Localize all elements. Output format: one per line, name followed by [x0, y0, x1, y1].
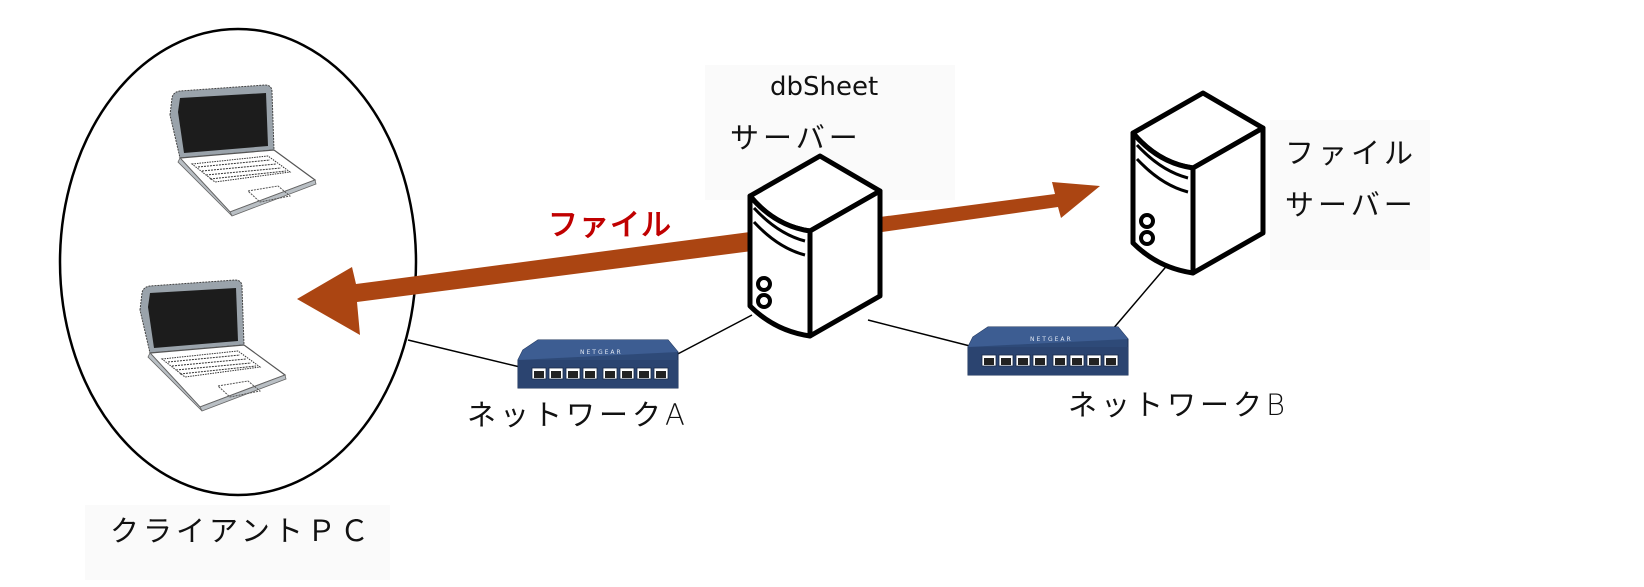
link-dbsheet-to-network-b	[867, 319, 971, 347]
file-server-icon	[1133, 93, 1263, 273]
file-flow-arrow-right	[880, 182, 1100, 232]
file-flow-arrow-left	[297, 232, 752, 335]
file-server-sublabel: サーバー	[1285, 188, 1417, 222]
network-a-switch-icon	[517, 339, 679, 389]
network-b-switch-icon	[967, 326, 1129, 376]
dbsheet-server-icon	[750, 156, 880, 336]
link-network-a-to-dbsheet	[671, 314, 753, 358]
laptop-icon	[139, 279, 287, 412]
link-network-b-to-file-server	[1111, 261, 1171, 331]
client-group-ellipse	[58, 27, 418, 497]
link-client-to-network-a	[407, 339, 521, 368]
client-label-background	[85, 505, 390, 580]
network-a-label: ネットワークA	[467, 398, 689, 432]
file-flow-label: ファイル	[548, 208, 672, 243]
dbsheet-server-sublabel: サーバー	[730, 121, 862, 155]
laptop-icon	[169, 84, 317, 217]
network-b-label: ネットワークB	[1068, 388, 1289, 422]
client-pc-label: クライアントＰＣ	[110, 514, 373, 548]
file-server-label: ファイル	[1285, 136, 1418, 170]
file-server-label-background	[1270, 120, 1430, 270]
dbsheet-server-label: dbSheet	[770, 72, 879, 102]
